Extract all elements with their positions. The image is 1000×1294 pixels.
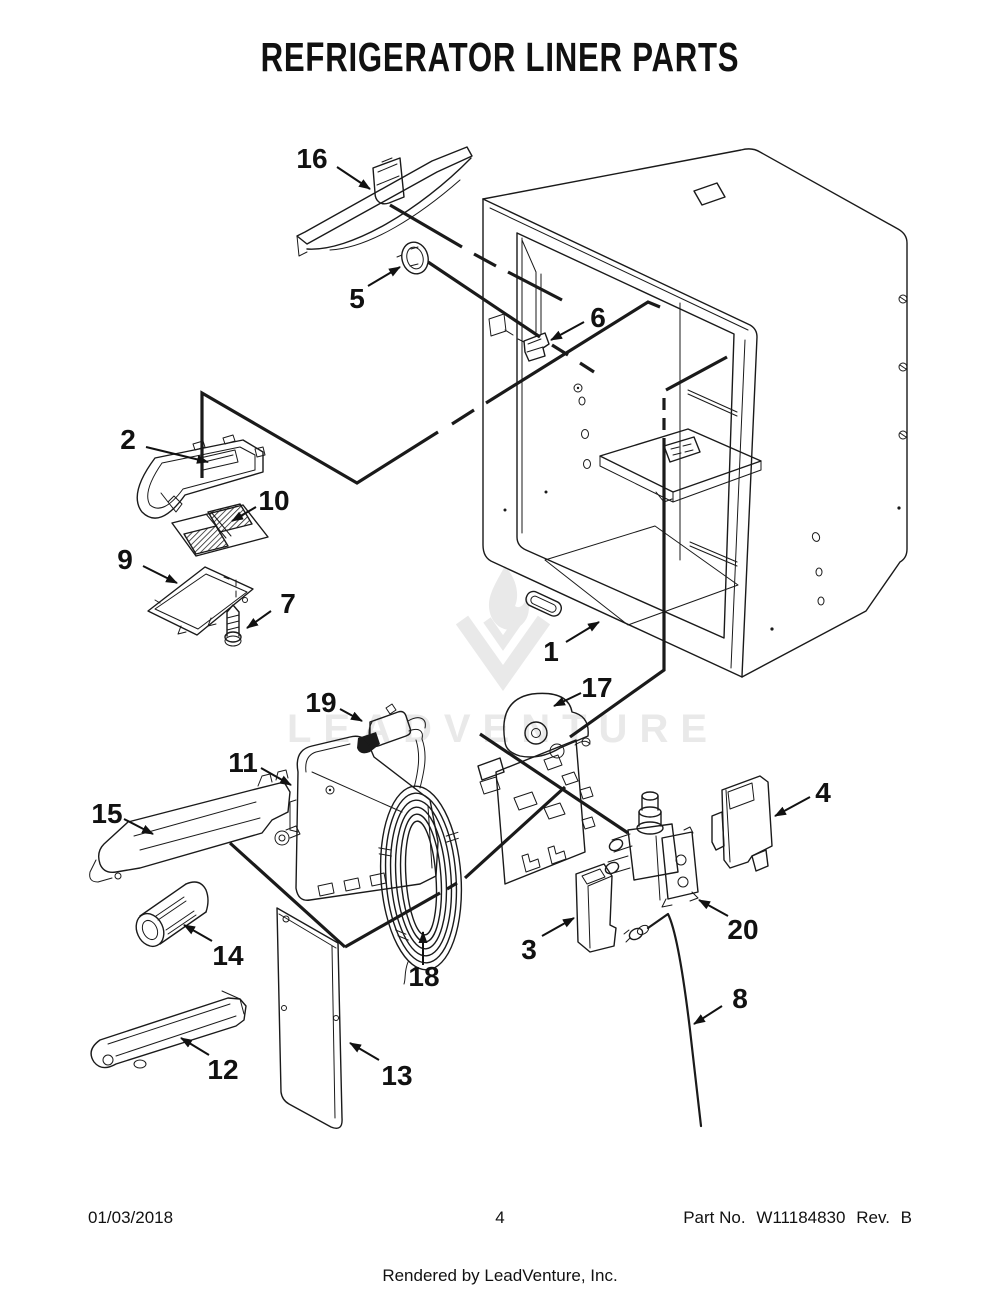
watermark: LEADVENTURE <box>287 566 719 751</box>
callout-1-label: 1 <box>543 636 559 667</box>
callout-18: 18 <box>408 931 440 992</box>
footer-date: 01/03/2018 <box>88 1208 174 1227</box>
callout-10-label: 10 <box>258 485 289 516</box>
footer-page-number: 4 <box>495 1208 505 1227</box>
callout-9: 9 <box>117 544 178 584</box>
watermark-v-icon <box>455 615 551 691</box>
callout-3: 3 <box>521 917 575 965</box>
callout-13: 13 <box>349 1042 413 1091</box>
callout-5-label: 5 <box>349 283 365 314</box>
part-7-screw <box>224 579 242 647</box>
callout-1: 1 <box>543 621 600 667</box>
callout-3-label: 3 <box>521 934 537 965</box>
footer-part-number: W11184830 <box>756 1208 846 1227</box>
part-5-grommet <box>396 241 429 275</box>
footer-part-info: Part No. W11184830 Rev. B <box>677 1208 912 1228</box>
callout-2-label: 2 <box>120 424 136 455</box>
callout-12: 12 <box>180 1037 239 1085</box>
rendered-by: Rendered by LeadVenture, Inc. <box>382 1266 618 1285</box>
callout-7: 7 <box>246 588 296 629</box>
part-11-air-duct <box>289 735 439 901</box>
callout-15: 15 <box>91 798 154 835</box>
callout-4: 4 <box>774 777 831 817</box>
callout-18-label: 18 <box>408 961 439 992</box>
part-18-tubing-coil <box>378 785 463 971</box>
footer-part-label: Part No. <box>683 1208 746 1227</box>
part-14-roller <box>135 881 209 948</box>
callout-14-label: 14 <box>212 940 244 971</box>
callout-7-label: 7 <box>280 588 296 619</box>
callout-6-label: 6 <box>590 302 606 333</box>
callout-16-label: 16 <box>296 143 327 174</box>
part-12-chute-tray <box>90 990 247 1069</box>
part-2-pan <box>136 434 266 519</box>
watermark-flame-icon <box>488 566 529 630</box>
callout-16: 16 <box>296 143 371 190</box>
part-16-grille-rail <box>296 146 473 257</box>
watermark-v-inner-icon <box>483 617 523 651</box>
callout-5: 5 <box>349 266 401 314</box>
part-13-panel <box>276 907 343 1130</box>
part-8-water-tube <box>623 912 703 1128</box>
footer-rev: B <box>900 1208 912 1227</box>
callout-11-label: 11 <box>228 747 258 778</box>
callout-13-label: 13 <box>381 1060 412 1091</box>
callout-10: 10 <box>231 485 290 522</box>
callout-17-label: 17 <box>581 672 612 703</box>
page-title-wrap: REFRIGERATOR LINER PARTS <box>0 34 1000 81</box>
watermark-text: LEADVENTURE <box>287 707 719 751</box>
part-17-ice-maker <box>477 692 596 885</box>
callout-6: 6 <box>550 302 606 341</box>
callout-19-label: 19 <box>305 687 336 718</box>
callout-8-label: 8 <box>732 983 748 1014</box>
callout-2: 2 <box>120 424 209 464</box>
part-3-bracket <box>575 863 617 953</box>
part-10-control-board <box>160 492 269 557</box>
part-9-cover-plate <box>147 566 254 636</box>
footer-rev-label: Rev. <box>856 1208 890 1227</box>
callouts: 1 2 3 4 5 6 7 <box>91 143 831 1091</box>
cabinet <box>482 148 908 678</box>
callout-8: 8 <box>693 983 748 1025</box>
callout-11: 11 <box>228 747 292 786</box>
callout-12-label: 12 <box>207 1054 238 1085</box>
callout-20-label: 20 <box>727 914 758 945</box>
callout-9-label: 9 <box>117 544 133 575</box>
callout-19: 19 <box>305 687 363 722</box>
part-15-damper-housing <box>89 769 301 883</box>
callout-17: 17 <box>553 672 613 707</box>
part-4-bracket-cover <box>711 775 773 872</box>
page-title: REFRIGERATOR LINER PARTS <box>260 34 740 80</box>
part-20-water-valve <box>604 791 699 908</box>
callout-15-label: 15 <box>91 798 122 829</box>
callout-4-label: 4 <box>815 777 831 808</box>
callout-20: 20 <box>698 899 759 945</box>
callout-14: 14 <box>183 924 244 971</box>
